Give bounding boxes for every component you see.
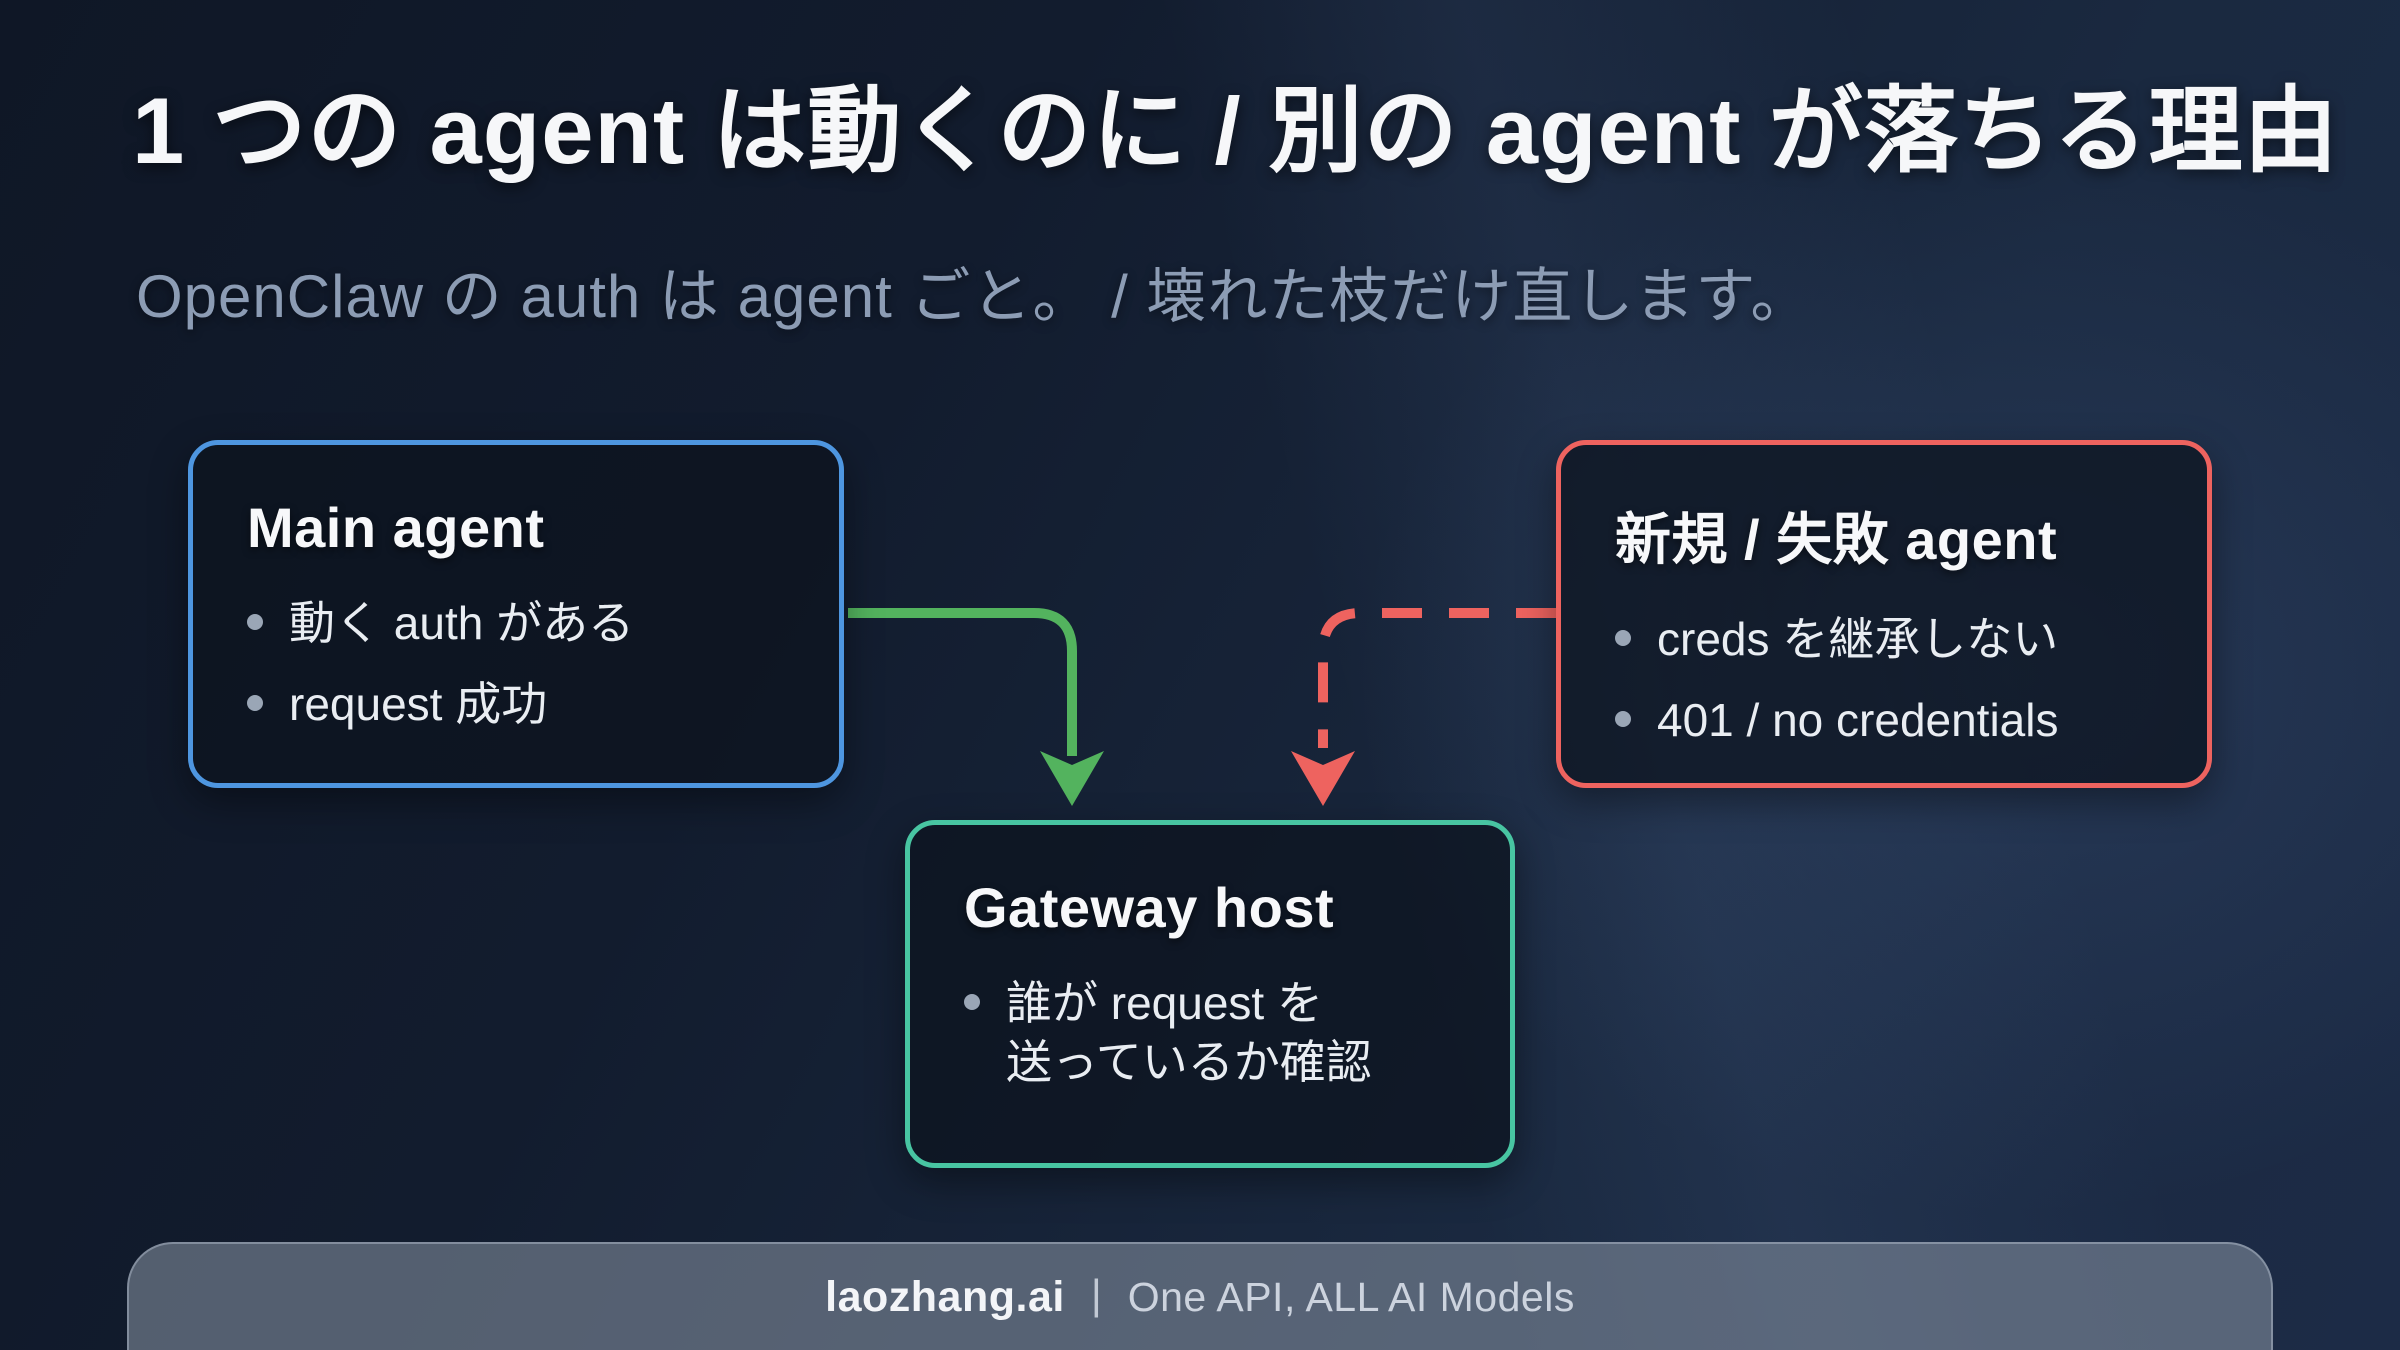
bullet-text-line: 誰が request を — [1006, 977, 1323, 1029]
bullet-dot-icon — [247, 694, 263, 711]
list-item: creds を継承しない — [1615, 610, 2157, 669]
bullet-text: 誰が request を 送っているか確認 — [1006, 974, 1372, 1092]
failure-arrow — [1291, 608, 1556, 806]
main-agent-title: Main agent — [247, 496, 545, 559]
bullet-text: 401 / no credentials — [1657, 693, 2059, 746]
slide-title: 1 つの agent は動くのに / 別の agent が落ちる理由 — [132, 78, 2339, 183]
bullet-dot-icon — [247, 614, 263, 630]
slide-subtitle: OpenClaw の auth は agent ごと。 / 壊れた枝だけ直します… — [136, 263, 1812, 330]
bullet-dot-icon — [1615, 710, 1631, 727]
main-agent-box: Main agent 動く auth がある request 成功 — [188, 440, 844, 788]
gateway-host-title: Gateway host — [964, 876, 1335, 939]
footer-tagline: One API, ALL AI Models — [1127, 1273, 1575, 1320]
list-item: 動く auth がある — [247, 594, 789, 653]
success-arrow — [848, 608, 1104, 806]
list-item: 誰が request を 送っているか確認 — [964, 974, 1460, 1092]
footer-bar: laozhang.ai | One API, ALL AI Models — [127, 1242, 2273, 1350]
bullet-text: request 成功 — [289, 677, 548, 730]
list-item: 401 / no credentials — [1615, 691, 2157, 750]
bullet-dot-icon — [1615, 630, 1631, 646]
footer-separator: | — [1090, 1271, 1102, 1318]
bullet-text: creds を継承しない — [1657, 613, 2059, 665]
failed-agent-bullets: creds を継承しない 401 / no credentials — [1615, 610, 2157, 750]
list-item: request 成功 — [247, 675, 789, 734]
footer-brand: laozhang.ai — [825, 1272, 1065, 1321]
bullet-text-line: 送っているか確認 — [1006, 1035, 1372, 1088]
gateway-host-box: Gateway host 誰が request を 送っているか確認 — [905, 820, 1515, 1168]
failed-agent-title: 新規 / 失敗 agent — [1615, 508, 2058, 571]
main-agent-bullets: 動く auth がある request 成功 — [247, 594, 789, 734]
bullet-text: 動く auth がある — [289, 597, 635, 649]
bullet-dot-icon — [964, 994, 980, 1010]
gateway-host-bullets: 誰が request を 送っているか確認 — [964, 974, 1460, 1092]
failed-agent-box: 新規 / 失敗 agent creds を継承しない 401 / no cred… — [1556, 440, 2212, 788]
